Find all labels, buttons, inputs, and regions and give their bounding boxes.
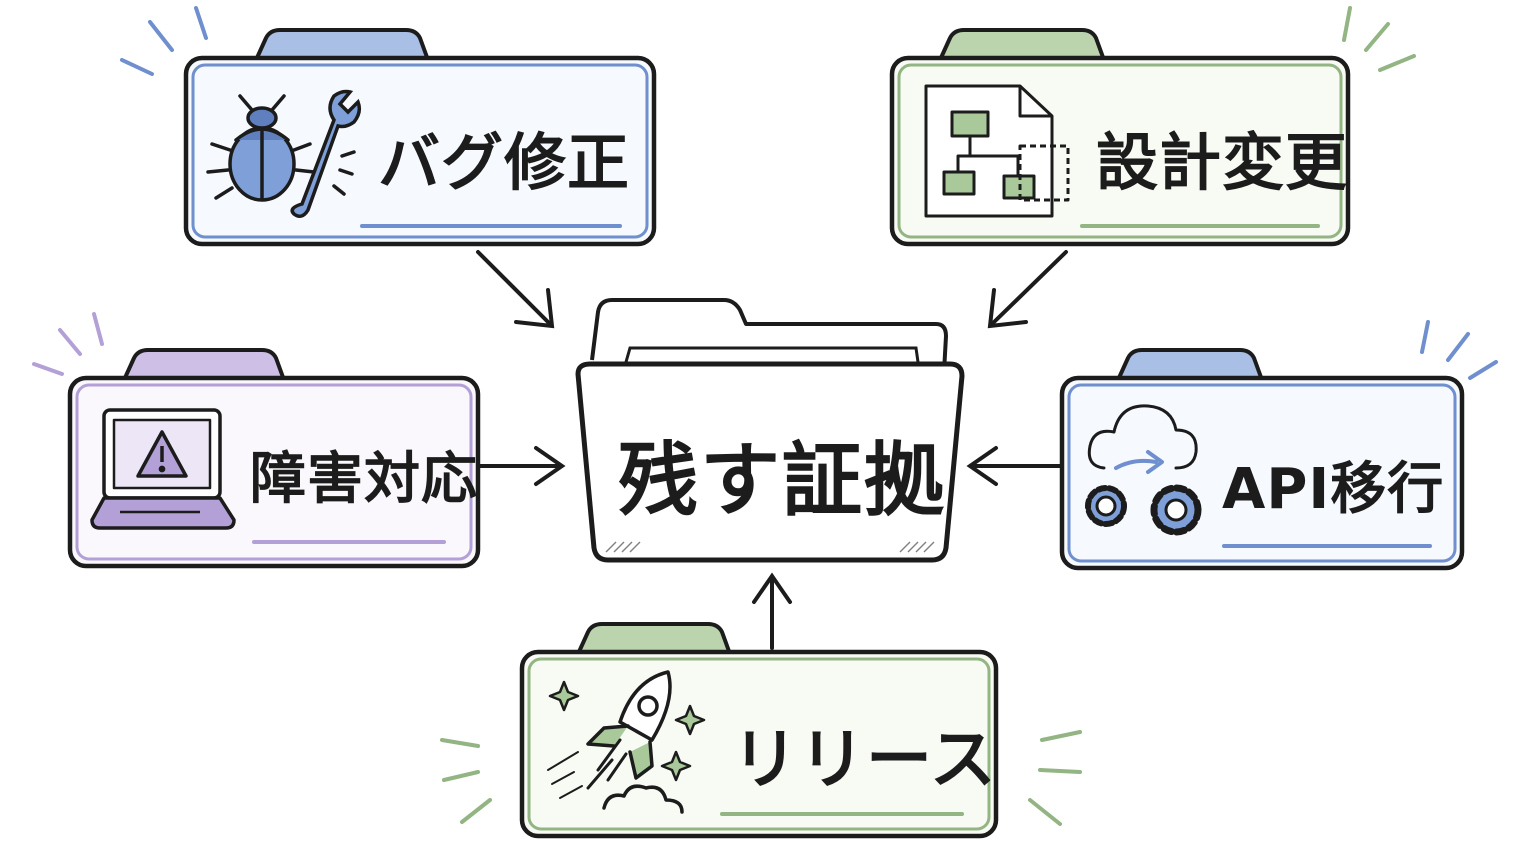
folder-api-migration [1059, 320, 1498, 571]
folder-incident-response [32, 312, 481, 569]
arrow-design-to-center-head [987, 288, 1028, 329]
center-folder [575, 298, 965, 563]
arrows [476, 250, 1068, 650]
folder-tab [938, 28, 1106, 62]
folder-label-release: リリース [732, 721, 997, 798]
arrow-release-to-center-head [752, 572, 792, 604]
bug-wrench-icon [206, 89, 362, 218]
folder-label-incident-response: 障害対応 [250, 447, 478, 512]
folder-design-change [889, 6, 1416, 247]
folder-label-api-migration: API移行 [1222, 457, 1445, 522]
flowchart-document-icon [924, 84, 1070, 218]
folder-tab [254, 28, 430, 62]
folder-release [440, 622, 1082, 839]
laptop-warning-icon [90, 408, 236, 530]
arrow-bug-to-center-head [514, 288, 555, 329]
center-folder-label: 残す証拠 [618, 434, 946, 527]
folder-label-bug-fix: バグ修正 [378, 126, 631, 199]
folder-label-design-change: 設計変更 [1096, 126, 1349, 199]
folder-tab [576, 622, 732, 656]
center-folder-front [575, 361, 965, 563]
arrow-design-to-center [990, 250, 1068, 326]
cloud-gears-icon [1085, 404, 1202, 536]
folder-bug-fix [120, 6, 657, 247]
rocket-icon [547, 670, 706, 814]
folder-tab [1116, 348, 1264, 382]
center-folder-inner-sheet [624, 346, 920, 363]
arrow-bug-to-center [476, 250, 552, 326]
folder-tab [122, 348, 286, 382]
arrow-api-to-center-head [966, 446, 998, 486]
arrow-incident-to-center-head [534, 446, 566, 486]
